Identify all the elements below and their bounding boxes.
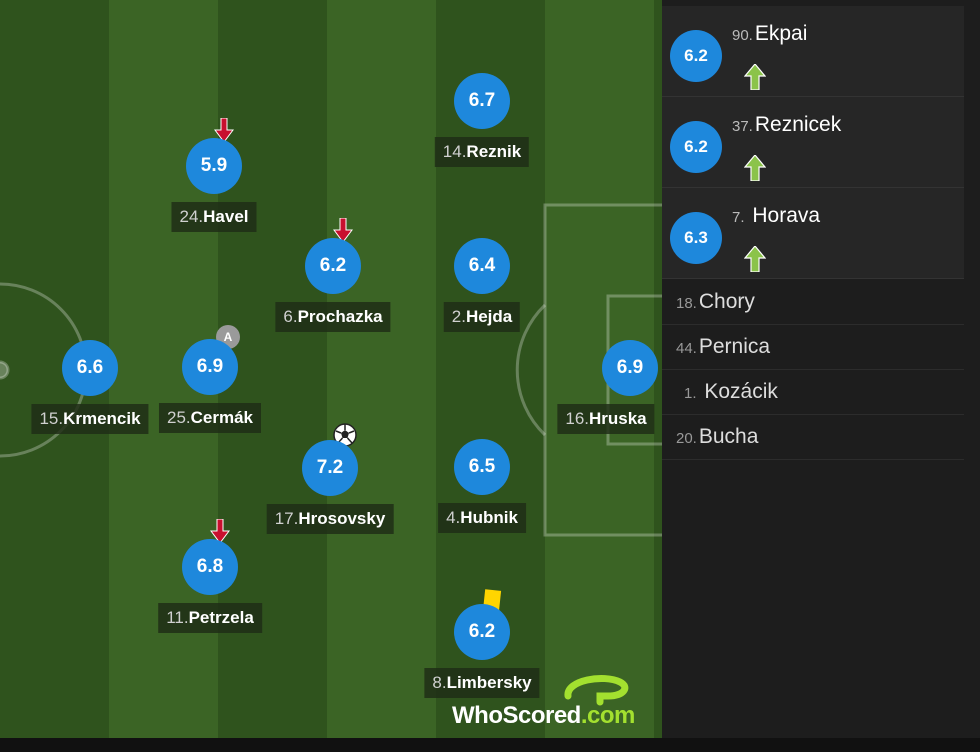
whoscored-logo: WhoScored.com [452, 672, 652, 729]
substitute-name: 37.Reznicek [732, 113, 842, 136]
player-name-label: 17.Hrosovsky [266, 504, 394, 534]
player-name-label: 25.Cermák [158, 403, 262, 433]
player-rating: 6.7 [454, 73, 510, 129]
player-rating: 6.2 [454, 604, 510, 660]
substitute-name: 7. Horava [732, 204, 821, 227]
player-rating: 6.2 [305, 238, 361, 294]
player-name-label: 4.Hubnik [438, 503, 526, 533]
pitch: 6.6 15.Krmencik 5.9 24.Havel A 6.9 25.Ce… [0, 0, 662, 738]
substitute-rating: 6.2 [670, 30, 722, 82]
sub-off-arrow-icon [333, 218, 353, 242]
substitute-rating: 6.3 [670, 212, 722, 264]
substitute-rating: 6.2 [670, 121, 722, 173]
logo-question-icon [564, 675, 629, 706]
player-name-label: 14.Reznik [434, 137, 530, 167]
substitute-row[interactable]: 6.2 37.Reznicek [662, 97, 964, 188]
bottom-bar [0, 738, 980, 752]
substitute-row[interactable]: 6.2 90.Ekpai [662, 6, 964, 97]
bench-player-row[interactable]: 20.Bucha [662, 415, 964, 460]
bench-player-row[interactable]: 44.Pernica [662, 325, 964, 370]
player-name-label: 2.Hejda [443, 302, 521, 332]
player-name-label: 8.Limbersky [424, 668, 540, 698]
sub-off-arrow-icon [214, 118, 234, 142]
bench-player-name: 1. Kozácik [684, 380, 778, 403]
bench-player-row[interactable]: 1. Kozácik [662, 370, 964, 415]
player-rating: 5.9 [186, 138, 242, 194]
player-name-label: 11.Petrzela [158, 603, 262, 633]
bench-player-name: 18.Chory [676, 290, 755, 313]
player-rating: 6.5 [454, 439, 510, 495]
player-rating: 6.9 [602, 340, 658, 396]
player-name-label: 15.Krmencik [31, 404, 149, 434]
substitute-name: 90.Ekpai [732, 22, 808, 45]
substitute-row[interactable]: 6.3 7. Horava [662, 188, 964, 279]
player-rating: 7.2 [302, 440, 358, 496]
bench-player-name: 44.Pernica [676, 335, 771, 358]
player-rating: 6.8 [182, 539, 238, 595]
sub-on-arrow-icon [744, 155, 766, 181]
sub-off-arrow-icon [210, 519, 230, 543]
player-name-label: 16.Hruska [557, 404, 655, 434]
player-rating: 6.4 [454, 238, 510, 294]
player-name-label: 6.Prochazka [275, 302, 391, 332]
substitutes-panel: 6.2 90.Ekpai 6.2 37.Reznicek 6.3 7. Hora… [662, 0, 980, 738]
logo-wordmark: WhoScored.com [452, 702, 635, 729]
player-name-label: 24.Havel [171, 202, 257, 232]
player-rating: 6.6 [62, 340, 118, 396]
sub-on-arrow-icon [744, 64, 766, 90]
player-rating: 6.9 [182, 339, 238, 395]
sub-on-arrow-icon [744, 246, 766, 272]
bench-player-name: 20.Bucha [676, 425, 759, 448]
bench-player-row[interactable]: 18.Chory [662, 280, 964, 325]
